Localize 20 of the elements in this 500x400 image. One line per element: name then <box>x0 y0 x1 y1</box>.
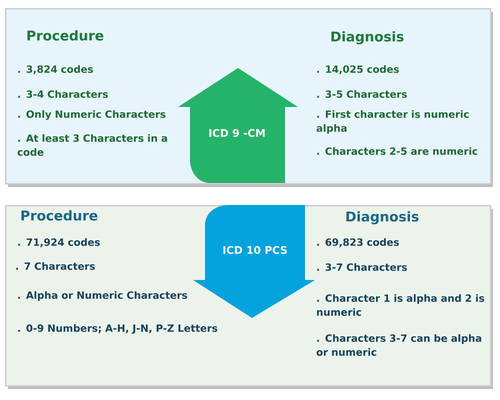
bullet-text: . Characters 3-7 can be alpha or numeric <box>316 334 482 356</box>
bullet-text: . 69,823 codes <box>317 238 399 248</box>
bullet-text: . 0-9 Numbers; A-H, J-N, P-Z Letters <box>18 324 218 334</box>
bullet-text: . 3-7 Characters <box>317 263 407 271</box>
bullet-text: . 14,025 codes <box>317 65 399 74</box>
bullet-text: . At least 3 Characters in a code <box>18 134 168 156</box>
bullet-text: . 3-5 Characters <box>317 90 407 98</box>
heading: Diagnosis <box>346 211 418 224</box>
bullet-text: . Alpha or Numeric Characters <box>18 291 188 301</box>
bullet-text: . Characters 2-5 are numeric <box>317 147 478 155</box>
bullet-text: . 71,924 codes <box>18 238 100 248</box>
heading: Diagnosis <box>331 31 404 44</box>
bullet-text: . 7 Characters <box>16 262 95 270</box>
heading: Procedure <box>27 30 104 41</box>
bullet-text: . 3-4 Characters <box>18 90 108 98</box>
bullet-text: . 3,824 codes <box>18 65 93 74</box>
bullet-text: . First character is numeric alpha <box>316 110 469 134</box>
bullet-text: . Character 1 is alpha and 2 is numeric <box>317 294 484 316</box>
heading: Procedure <box>21 210 98 221</box>
bullet-text: . Only Numeric Characters <box>18 110 166 120</box>
